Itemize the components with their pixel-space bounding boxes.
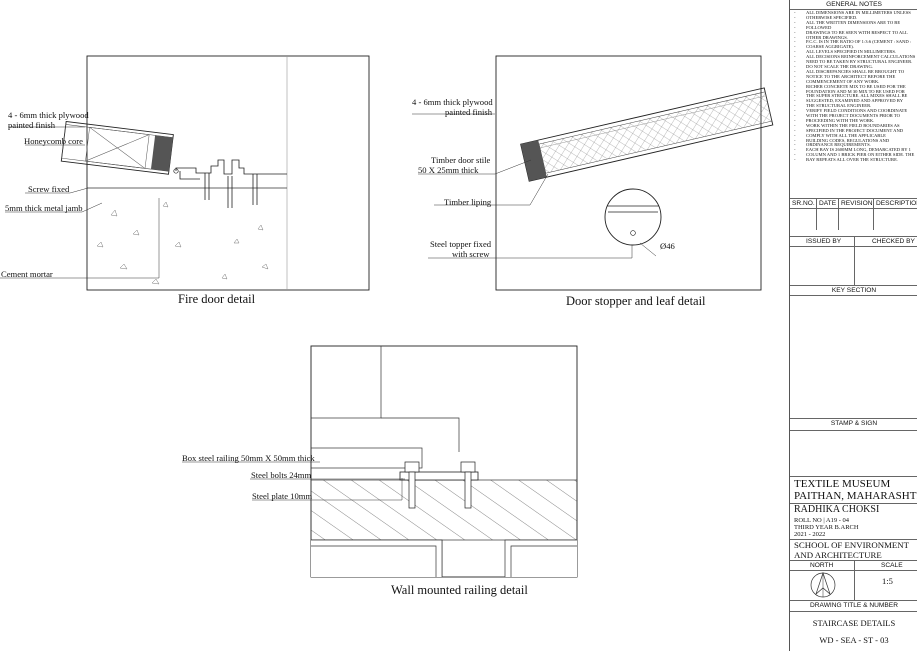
general-note-line: BAY REPEATS ALL OVER THE STRUCTURE. [792,157,917,163]
issued-by-label: ISSUED BY [806,238,842,245]
fire-door-metal-jamb [175,159,287,208]
fire-door-title: Fire door detail [178,292,256,306]
key-section-label: KEY SECTION [831,287,877,294]
railing-label-bolts: Steel bolts 24mm [251,470,312,480]
general-note-line: FOUNDATION AND M 30 MIX TO BE USED FOR [792,89,917,95]
door-stopper-label-plywood: 4 - 6mm thick plywood [412,97,493,107]
general-note-line: ALL THE WRITTEN DIMENSIONS ARE TO BE [792,20,917,26]
general-note-line: SPECIFIED IN THE PROJECT DOCUMENT AND [792,128,917,134]
fire-door-leaders [0,126,160,279]
general-note-line: COMMENCEMENT OF ANY WORK. [792,79,917,85]
steel-bolt-right [464,471,472,509]
drawing-title: STAIRCASE DETAILS [812,618,896,628]
fire-door-concrete-marks [96,201,269,285]
north-arrow-icon [810,571,836,598]
door-stopper-detail [412,55,774,291]
door-stopper-label-stile: Timber door stile [431,155,491,165]
steel-bolt-left [408,471,416,509]
door-stopper-frame [495,55,762,291]
door-stopper-label-diameter: Ø46 [660,241,675,251]
general-note-line: ALL DIMENSIONS ARE IN MILLIMETERS UNLESS [792,11,917,16]
railing-leaders [182,461,405,501]
school-name: SCHOOL OF ENVIRONMENT [794,540,910,550]
school-name-line-2: AND ARCHITECTURE [794,550,882,560]
drawing-number: WD - SEA - ST - 03 [819,635,889,645]
stamp-sign-label: STAMP & SIGN [830,420,878,427]
railing-detail [182,345,578,578]
fire-door-label-screw: Screw fixed [28,184,70,194]
rev-header-srno: SR.NO. [792,200,815,207]
general-note-line: THE SUPER STRUCTURE. ALL MIXES SHALL BE [792,94,917,100]
timber-stile-block [520,140,547,182]
general-note-line: THE STRUCTURAL ENGINEER. [792,103,917,109]
door-stopper-leaders [412,113,657,259]
drawing-title-label: DRAWING TITLE & NUMBER [810,602,898,609]
general-note-line: DRAWINGS TO BE SEEN WITH RESPECT TO ALL [792,30,917,36]
railing-label-plate: Steel plate 10mm [252,491,313,501]
scale-label: SCALE [881,562,903,569]
general-note-line: ALL LEVELS SPECIFIED IN MILLIMETERS. [792,49,917,55]
fire-door-label-plywood: 4 - 6mm thick plywood [8,110,89,120]
fire-door-core-block [150,135,173,172]
fire-door-label-mortar: Cement mortar [1,269,53,279]
general-note-line: OTHER DRAWINGS. [792,35,917,41]
door-stopper-label-topper: Steel topper fixed [430,239,492,249]
roll-number: ROLL NO | A19 - 04 [794,517,850,524]
door-stopper-label-stile-size: 50 X 25mm thick [418,165,479,175]
general-note-line: ALL DISCREPANCIES SHALL BE BROUGHT TO [792,69,917,75]
railing-title: Wall mounted railing detail [391,583,528,597]
rev-header-description: DESCRIPTION [876,200,917,207]
general-notes-heading: GENERAL NOTES [826,1,882,8]
door-stopper-title: Door stopper and leaf detail [566,294,706,308]
study-year: THIRD YEAR B.ARCH [794,524,859,531]
general-note-line: COMPLY WITH ALL THE APPLICABLE [792,133,917,139]
fire-door-detail [0,55,370,291]
project-name: TEXTILE MUSEUM [794,478,891,490]
north-label: NORTH [810,562,834,569]
fire-door-frame [86,55,370,291]
general-note-line: BUILDING CODES, REGULATIONS AND [792,138,917,144]
door-stopper-label-finish: painted finish [445,107,493,117]
general-note-line: NOTICE TO THE ARCHITECT BEFORE THE [792,74,917,80]
academic-session: 2021 - 2022 [794,531,826,538]
checked-by-label: CHECKED BY [872,238,915,245]
general-notes-list: ALL DIMENSIONS ARE IN MILLIMETERS UNLESS… [792,11,917,163]
general-note-line: SUGGESTED, EXAMINED AND APPROVED BY [792,98,917,104]
general-note-line: WORK WITHIN THE FIELD BOUNDARIES AS [792,123,917,129]
box-steel-railing [310,447,423,469]
door-stopper-circle [604,188,662,246]
general-note-line: OTHERWISE SPECIFIED. [792,15,917,21]
general-note-line: COARSE AGGRIGATE). [792,44,917,50]
general-note-line: RICHER CONCRETE MIX TO BE USED FOR THE [792,84,917,90]
general-note-line: PROCEEDING WITH THE WORK. [792,118,917,124]
general-note-line: EACH BAY IS 2600MM LONG, DEMARCATED BY 1 [792,147,917,153]
railing-label-box: Box steel railing 50mm X 50mm thick [182,453,315,463]
fire-door-label-honeycomb: Honeycomb core [24,136,83,146]
general-note-line: ORDINANCE REQUIREMENTS. [792,143,917,149]
general-note-line: ALL DECISIONS REINFORCEMENT CALCULATIONS [792,54,917,60]
general-note-line: NEED TO BE TAKEN BY STRUCTURAL ENGINEER. [792,59,917,65]
general-note-line: WITH THE PROJECT DOCUMENTS PRIOR TO [792,113,917,119]
title-block: GENERAL NOTES ALL DIMENSIONS ARE IN MILL… [789,0,917,651]
rev-header-date: DATE [819,200,837,207]
general-note-line: FOLLOWED [792,25,917,31]
rev-header-revision: REVISION [841,200,873,207]
student-name: RADHIKA CHOKSI [794,504,880,515]
general-note-line: P.C.C. IS IN THE RATIO OF 1:3:6 (CEMENT … [792,40,917,46]
general-note-line: DO NOT SCALE THE DRAWING. [792,64,917,70]
fire-door-label-jamb: 5mm thick metal jamb [5,203,83,213]
fire-door-label-finish: painted finish [8,120,56,130]
general-note-line: COLUMN AND 1 BRICK PIER ON EITHER SIDE. … [792,152,917,158]
general-note-line: VERIFY FIELD CONDITIONS AND COORDINATE [792,108,917,114]
steel-plate [399,471,479,481]
scale-value: 1:5 [882,576,893,586]
door-stopper-label-screw: with screw [452,249,490,259]
door-stopper-label-liping: Timber liping [444,197,492,207]
